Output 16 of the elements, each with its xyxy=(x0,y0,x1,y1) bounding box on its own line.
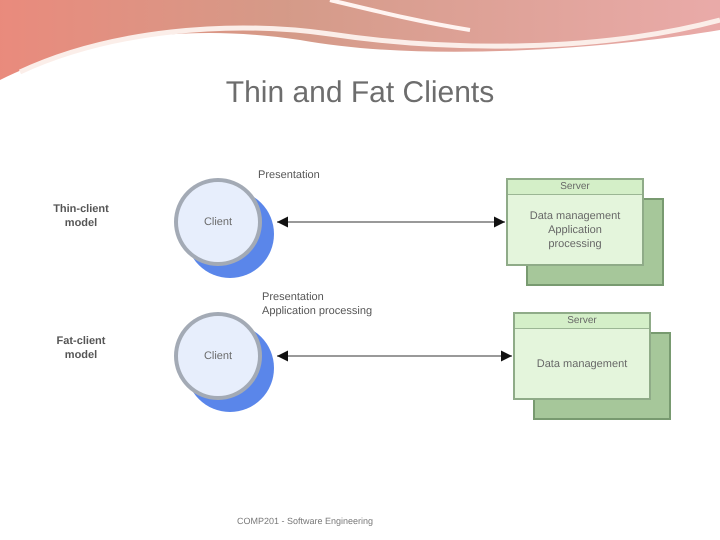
header-band: Server xyxy=(508,180,642,195)
server-box xyxy=(513,312,671,420)
node-label: Client xyxy=(204,348,232,364)
connector-arrow xyxy=(277,216,505,228)
footer-text: COMP201 - Software Engineering xyxy=(236,515,374,528)
slide-title: Thin and Fat Clients xyxy=(224,75,496,111)
server-box xyxy=(506,178,664,286)
connector-arrow xyxy=(277,350,512,362)
annotation-text: Presentation Application processing xyxy=(262,290,374,318)
node-text: Data management Application processing xyxy=(528,208,622,250)
header-band: Server xyxy=(515,314,649,329)
row-label: Fat-client model xyxy=(56,334,106,362)
node-label: Client xyxy=(204,214,232,230)
row-label: Thin-client model xyxy=(52,202,110,230)
annotation-text: Presentation xyxy=(258,168,321,182)
node-text: Data management xyxy=(536,356,628,370)
